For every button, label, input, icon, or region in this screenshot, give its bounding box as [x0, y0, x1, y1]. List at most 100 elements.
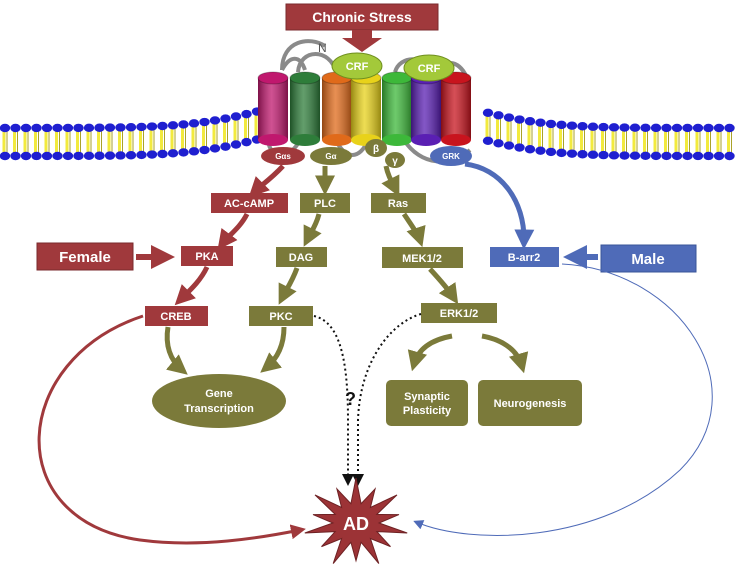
arrow-mek-to-erk	[428, 267, 459, 305]
creb-box: CREB	[145, 306, 208, 326]
lipid-head	[587, 150, 599, 159]
svg-text:CRF: CRF	[346, 61, 369, 73]
lipid-head	[230, 140, 242, 149]
arrow-erk-to-neurogenesis	[481, 333, 529, 374]
lipid-head	[62, 123, 74, 133]
ac-camp-box: AC-cAMP	[211, 193, 288, 213]
lipid-head	[136, 122, 147, 132]
arrow-erk-to-synaptic-plasticity	[407, 333, 453, 372]
lipid-head	[146, 150, 158, 159]
svg-text:Gαs: Gαs	[275, 152, 291, 161]
lipid-head	[598, 150, 609, 160]
lipid-head	[178, 148, 189, 157]
lipid-head	[178, 120, 189, 129]
lipid-head	[199, 145, 210, 155]
helix-3	[321, 71, 353, 146]
lipid-head	[587, 122, 599, 131]
g-gamma: γ	[385, 152, 405, 168]
arrow-grk-to-barr2	[464, 161, 535, 250]
helix-7	[440, 71, 472, 146]
svg-text:Plasticity: Plasticity	[403, 405, 452, 417]
lipid-head	[524, 117, 536, 126]
lipid-head	[188, 119, 200, 128]
svg-text:GRK: GRK	[442, 152, 460, 161]
arrow-pka-to-creb	[174, 265, 210, 306]
lipid-head	[104, 123, 116, 132]
n-terminus-label: N	[318, 41, 327, 55]
lipid-head	[83, 123, 95, 133]
lipid-head	[682, 123, 693, 133]
lipid-head	[556, 120, 567, 130]
lipid-head	[0, 151, 11, 161]
lipid-head	[83, 151, 95, 161]
svg-text:ERK1/2: ERK1/2	[440, 308, 479, 320]
lipid-head	[209, 144, 221, 153]
dag-box: DAG	[276, 247, 327, 267]
male-box: Male	[600, 244, 697, 273]
crf-ligand-1: CRF	[331, 52, 383, 80]
svg-text:AD: AD	[343, 514, 369, 534]
lipid-head	[104, 151, 116, 160]
svg-text:PKA: PKA	[195, 251, 218, 263]
svg-text:Gα: Gα	[325, 152, 336, 161]
chronic-stress-box: Chronic Stress	[285, 3, 439, 52]
svg-text:Neurogenesis: Neurogenesis	[494, 398, 567, 410]
lipid-head	[524, 145, 536, 154]
lipid-head	[167, 121, 179, 130]
lipid-head	[671, 151, 683, 161]
lipid-head	[220, 142, 231, 151]
unknown-link-question: ?	[345, 389, 356, 409]
lipid-head	[115, 151, 126, 160]
lipid-head	[241, 137, 252, 147]
lipid-head	[577, 122, 588, 131]
lipid-head	[167, 149, 179, 158]
lipid-head	[482, 136, 494, 145]
pka-box: PKA	[181, 246, 233, 266]
lipid-head	[230, 112, 242, 121]
lipid-head	[545, 147, 557, 157]
arrow-plc-to-dag	[303, 213, 322, 247]
lipid-head	[650, 123, 662, 133]
g-alpha: Gα	[310, 147, 352, 165]
lipid-head	[514, 143, 525, 152]
receptor-helices	[257, 71, 472, 146]
arrow-dag-to-pkc	[278, 267, 300, 305]
svg-text:DAG: DAG	[289, 252, 313, 264]
synaptic-plasticity-box: Synaptic Plasticity	[386, 380, 468, 426]
lipid-head	[115, 123, 126, 132]
lipid-head	[73, 123, 84, 133]
helix-2	[289, 71, 321, 146]
ad-burst: AD	[304, 477, 408, 564]
lipid-head	[514, 115, 525, 124]
lipid-head	[661, 123, 672, 133]
svg-text:Chronic Stress: Chronic Stress	[312, 9, 412, 25]
lipid-head	[640, 123, 651, 132]
lipid-head	[31, 123, 42, 133]
lipid-head	[10, 123, 21, 133]
lipid-head	[493, 111, 504, 120]
svg-text:Gene: Gene	[205, 388, 233, 400]
plc-box: PLC	[300, 193, 350, 213]
helix-5	[381, 71, 413, 146]
helix-1	[257, 71, 289, 146]
erk-box: ERK1/2	[421, 303, 497, 323]
lipid-head	[146, 122, 158, 131]
lipid-head	[10, 151, 21, 161]
arrow-gas-to-accamp	[248, 164, 285, 198]
helix-6	[410, 71, 442, 146]
dotted-arrow-erk-to-ad	[352, 313, 422, 486]
arrow-creb-to-gene-transcription	[164, 326, 188, 375]
lipid-head	[157, 149, 168, 159]
lipid-head	[136, 150, 147, 160]
lipid-head	[556, 148, 567, 158]
lipid-head	[713, 123, 725, 133]
g-alpha-s: Gαs	[261, 147, 305, 165]
pkc-box: PKC	[249, 306, 313, 326]
arrow-creb-to-ad	[37, 314, 306, 545]
lipid-head	[661, 151, 672, 161]
neurogenesis-box: Neurogenesis	[478, 380, 582, 426]
lipid-head	[703, 123, 714, 133]
svg-text:Transcription: Transcription	[184, 403, 254, 415]
lipid-head	[619, 123, 630, 132]
